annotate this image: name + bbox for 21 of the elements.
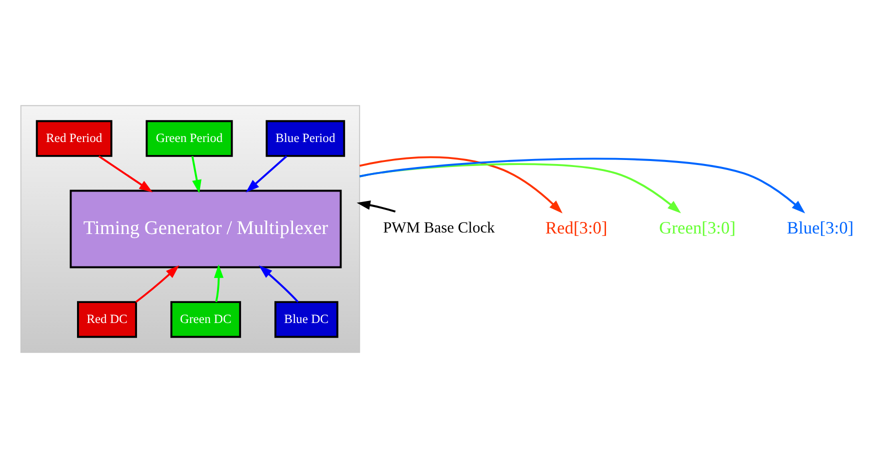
arrow (359, 157, 806, 213)
arrow (135, 264, 180, 302)
node-box: Timing Generator / Multiplexer (70, 189, 342, 268)
node-box: Blue DC (274, 300, 338, 338)
node-box: Red Period (36, 120, 112, 156)
arrow (98, 154, 153, 192)
arrow (191, 155, 202, 193)
arrow (246, 154, 288, 192)
node-text: PWM Base Clock (383, 219, 495, 236)
node-text: Green[3:0] (659, 216, 736, 237)
node-box: Green DC (170, 300, 242, 338)
arrow (258, 264, 299, 302)
arrow (359, 156, 563, 213)
cluster (20, 104, 360, 352)
arrow (356, 200, 396, 212)
arrow (214, 264, 224, 302)
node-box: Green Period (146, 120, 233, 156)
node-text: Red[3:0] (545, 216, 608, 237)
node-box: Blue Period (266, 120, 346, 156)
node-text: Blue[3:0] (786, 216, 854, 237)
node-box: Red DC (77, 300, 138, 338)
